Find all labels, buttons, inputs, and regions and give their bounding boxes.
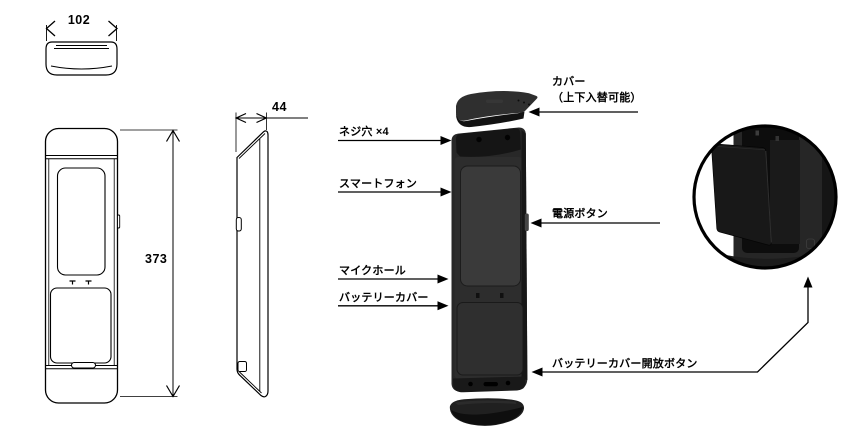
arrowhead-battery-cover: [437, 301, 449, 311]
battery-cover-panel: [456, 302, 524, 376]
callout-cover-line2: （上下入替可能）: [552, 92, 642, 104]
cover-logo: [486, 99, 503, 103]
side-power-button: [235, 217, 242, 232]
exploded-view: [449, 91, 538, 426]
arrowhead-screw-holes: [440, 136, 452, 145]
top-view-outline: [45, 41, 118, 76]
side-bottom-latch: [237, 361, 247, 372]
arrowhead-mic-hole: [437, 274, 449, 284]
callout-cover-line1: カバー: [552, 76, 586, 88]
callout-battery-release: バッテリーカバー開放ボタン: [552, 358, 698, 370]
arrowhead-smartphone: [440, 187, 452, 197]
detail-circle-outline: [692, 124, 838, 270]
front-screen-area: [56, 167, 106, 276]
smartphone-area: [460, 165, 521, 287]
dimension-top-width: 102: [67, 13, 91, 27]
front-bottom-slot: [71, 362, 96, 369]
dimension-side-depth: 44: [272, 100, 287, 114]
release-slot: [483, 382, 498, 387]
front-view: [44, 127, 181, 404]
arrowhead-detail-circle: [803, 276, 813, 288]
dimension-front-height: 373: [145, 252, 168, 266]
arrowhead-power-button: [530, 218, 542, 228]
callout-lines: [338, 107, 813, 377]
top-recess: [456, 128, 521, 157]
top-cover: [456, 91, 538, 128]
screw-hole: [476, 136, 482, 143]
front-view-outline: [44, 127, 119, 404]
callout-battery-cover: バッテリーカバー: [339, 292, 429, 304]
camera-hole-icon: [500, 293, 504, 298]
device-body: [451, 127, 529, 393]
battery-release-button: [806, 238, 815, 249]
callout-power-button: 電源ボタン: [552, 208, 608, 220]
mic-hole-icon: [476, 293, 480, 298]
detail-circle: [692, 124, 838, 270]
callout-screw-holes: ネジ穴 ×4: [339, 126, 389, 138]
arrowhead-battery-release: [531, 367, 543, 377]
callout-cover: カバー （上下入替可能）: [552, 74, 642, 106]
power-button: [524, 213, 529, 231]
dim-arrow-left: [45, 20, 56, 37]
callout-smartphone: スマートフォン: [339, 178, 418, 190]
front-side-button: [117, 214, 121, 229]
callout-mic-hole: マイクホール: [339, 265, 406, 277]
front-mic-marks: [69, 280, 92, 285]
side-view: [234, 112, 308, 398]
screw-hole: [504, 134, 511, 141]
side-view-outline: [236, 130, 269, 398]
bottom-cover: [449, 398, 525, 426]
dim-arrow-right: [108, 20, 118, 37]
arrowhead-cover: [528, 107, 540, 117]
top-view: [45, 20, 118, 76]
battery-cover-removed: [711, 143, 772, 246]
